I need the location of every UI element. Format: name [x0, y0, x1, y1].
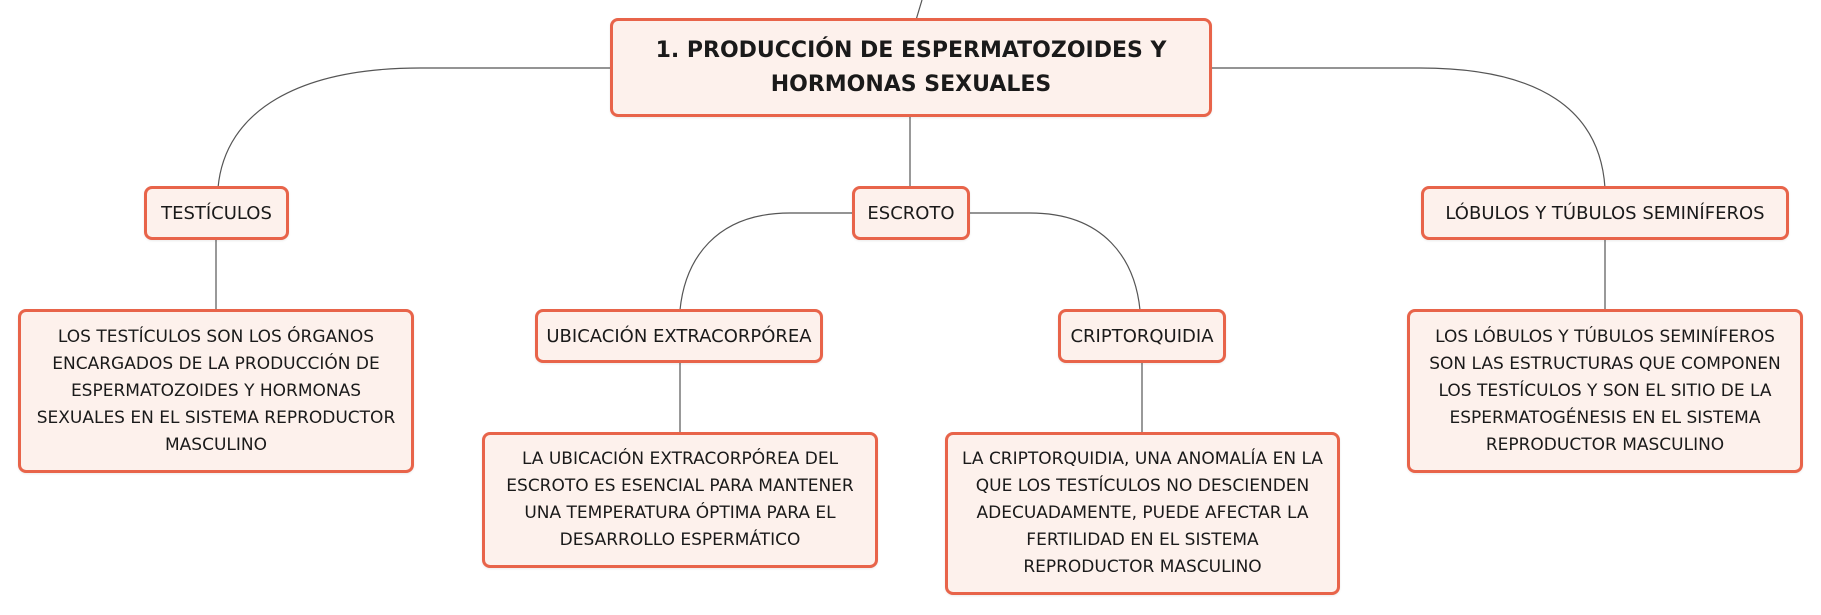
ubicacion-node[interactable]: UBICACIÓN EXTRACORPÓREA [535, 309, 823, 363]
lobulos-node[interactable]: LÓBULOS Y TÚBULOS SEMINÍFEROS [1421, 186, 1789, 240]
criptorquidia-label: CRIPTORQUIDIA [1070, 325, 1214, 347]
connector-root-to-testiculos [217, 67, 612, 189]
lobulos-desc-node[interactable]: LOS LÓBULOS Y TÚBULOS SEMINÍFEROS SON LA… [1407, 309, 1803, 473]
escroto-label: ESCROTO [867, 202, 955, 224]
testiculos-label: TESTÍCULOS [161, 202, 272, 224]
lobulos-label: LÓBULOS Y TÚBULOS SEMINÍFEROS [1445, 202, 1765, 224]
connector-escroto-to-criptorquidia [970, 212, 1141, 311]
ubicacion-desc-text: LA UBICACIÓN EXTRACORPÓREA DEL ESCROTO E… [506, 449, 854, 550]
connector-root-to-lobulos [1210, 67, 1606, 189]
criptorquidia-desc-node[interactable]: LA CRIPTORQUIDIA, UNA ANOMALÍA EN LA QUE… [945, 432, 1340, 595]
criptorquidia-desc-text: LA CRIPTORQUIDIA, UNA ANOMALÍA EN LA QUE… [962, 449, 1323, 577]
escroto-node[interactable]: ESCROTO [852, 186, 970, 240]
root-topic-node[interactable]: 1. PRODUCCIÓN DE ESPERMATOZOIDES Y HORMO… [610, 18, 1212, 117]
testiculos-desc-node[interactable]: LOS TESTÍCULOS SON LOS ÓRGANOS ENCARGADO… [18, 309, 414, 473]
criptorquidia-node[interactable]: CRIPTORQUIDIA [1058, 309, 1226, 363]
ubicacion-desc-node[interactable]: LA UBICACIÓN EXTRACORPÓREA DEL ESCROTO E… [482, 432, 878, 568]
connector-escroto-to-ubicacion [679, 212, 852, 311]
ubicacion-label: UBICACIÓN EXTRACORPÓREA [546, 325, 812, 347]
lobulos-desc-text: LOS LÓBULOS Y TÚBULOS SEMINÍFEROS SON LA… [1429, 326, 1781, 455]
root-topic-text: 1. PRODUCCIÓN DE ESPERMATOZOIDES Y HORMO… [655, 37, 1167, 97]
testiculos-node[interactable]: TESTÍCULOS [144, 186, 289, 240]
connector-parent-to-root [915, 0, 923, 21]
testiculos-desc-text: LOS TESTÍCULOS SON LOS ÓRGANOS ENCARGADO… [36, 326, 396, 455]
